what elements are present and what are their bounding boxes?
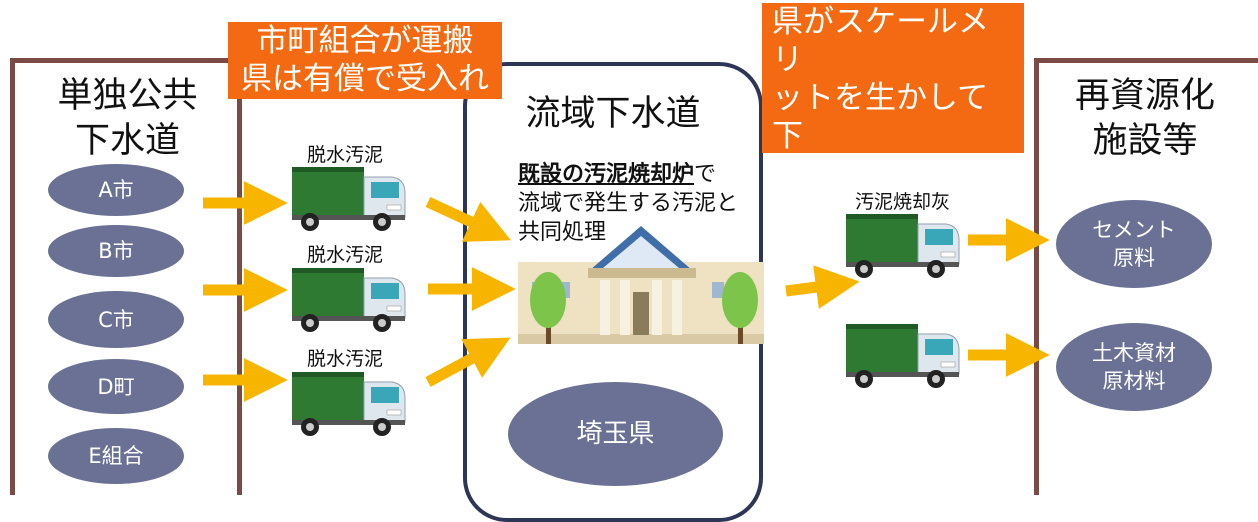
treatment-plant-building	[518, 226, 764, 344]
member-e: E組合	[48, 428, 184, 484]
truck-icon-5	[846, 324, 960, 388]
arrow-truck3-to-center	[425, 337, 511, 387]
truck-icon-4	[846, 214, 960, 278]
member-d: D町	[48, 359, 184, 414]
center-title: 流域下水道	[525, 94, 701, 134]
incinerator-text: 既設の汚泥焼却炉	[518, 162, 695, 187]
desc-line-2: 流域で発生する汚泥と	[518, 191, 739, 216]
truck-label-3: 脱水汚泥	[307, 348, 384, 370]
truck-icon-3	[292, 372, 406, 436]
flow-arrows	[203, 181, 1050, 402]
center-description: 既設の汚泥焼却炉で 流域で発生する汚泥と 共同処理	[518, 160, 758, 247]
scale-merit-callout: 県がスケールメリ ットを生かして下 水汚泥を効率的に 処理	[762, 3, 1024, 268]
civil-material: 土木資材 原材料	[1056, 323, 1212, 411]
arrow-center-to-ash	[785, 265, 860, 309]
right-panel-title: 再資源化 施設等	[1074, 76, 1215, 161]
right-panel	[1034, 58, 1258, 495]
left-panel	[10, 58, 242, 495]
member-b: B市	[48, 225, 184, 277]
left-panel-title: 単独公共 下水道	[57, 76, 198, 161]
truck-label-1: 脱水汚泥	[307, 144, 384, 166]
truck-icon-1	[292, 167, 406, 231]
member-a: A市	[48, 164, 184, 216]
truck-icon-2	[292, 268, 406, 332]
arrow-truck1-to-center	[425, 197, 511, 242]
truck-label-ash: 汚泥焼却灰	[855, 191, 951, 213]
cement-material: セメント 原料	[1056, 200, 1212, 288]
truck-label-2: 脱水汚泥	[307, 244, 384, 266]
transport-callout: 市町組合が運搬 県は有償で受入れ	[228, 22, 502, 99]
prefecture-oval: 埼玉県	[508, 382, 723, 486]
member-c: C市	[48, 291, 184, 348]
desc-suffix: で	[694, 162, 717, 187]
desc-line-3: 共同処理	[518, 220, 607, 245]
